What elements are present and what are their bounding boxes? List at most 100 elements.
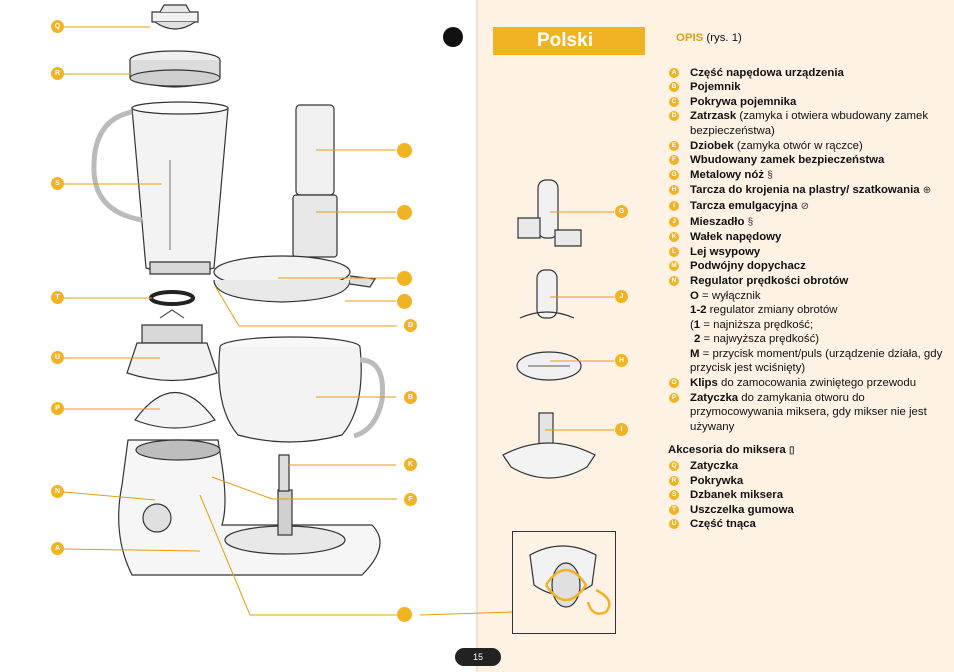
diagram-lid-c [213, 255, 377, 303]
callout-a: A [51, 542, 64, 555]
parts-list-item: E Dziobek (zamyka otwór w rączce) [668, 139, 948, 154]
part-name: Tarcza emulgacyjna [690, 199, 798, 212]
opis-label: OPIS [676, 32, 704, 44]
diagram-whisk-j [519, 269, 575, 319]
speed-setting-high: 2 = najwyższa prędkość) [668, 332, 948, 347]
accessory-name: Zatyczka [690, 460, 739, 473]
accessory-name: Uszczelka gumowa [690, 503, 794, 516]
page-spine [476, 0, 478, 672]
letter-bullet: Q [669, 461, 679, 472]
speed-text: regulator zmiany obrotów [709, 304, 838, 317]
letter-bullet: A [669, 67, 679, 78]
speed-key: 2 [694, 333, 701, 346]
callout-i: I [615, 423, 628, 436]
letter-bullet: G [669, 169, 679, 180]
part-name: Tarcza do krojenia na plastry/ szatkowan… [690, 184, 920, 197]
page-number: 15 [455, 648, 501, 666]
part-name: Wałek napędowy [690, 231, 782, 244]
callout-d: D [404, 319, 417, 332]
diagram-blade-u [126, 309, 218, 382]
callout-q: Q [51, 20, 64, 33]
letter-bullet: D [669, 111, 679, 122]
speed-key: 1-2 [690, 304, 707, 317]
callout-u: U [51, 351, 64, 364]
letter-bullet: R [669, 475, 679, 486]
diagram-cover-p [134, 392, 216, 429]
callout-blank-2 [397, 205, 412, 220]
callout-blank-5 [397, 607, 412, 622]
accessory-name: Pokrywka [690, 474, 744, 487]
accessory-item: Q Zatyczka [668, 459, 948, 474]
diagram-lid-r [129, 50, 221, 88]
diagram-disc-i [502, 412, 596, 479]
letter-bullet: F [669, 155, 679, 166]
accessory-name: Dzbanek miksera [690, 489, 784, 502]
diagram-shaft-k [278, 454, 290, 492]
parts-list-item: J Mieszadło § [668, 215, 948, 231]
letter-bullet: T [669, 504, 679, 515]
part-description: (zamyka otwór w rączce) [736, 139, 863, 152]
part-name: Pokrywa pojemnika [690, 95, 797, 108]
letter-bullet: I [669, 200, 679, 211]
part-symbol-icon: § [747, 216, 754, 228]
callout-f: F [404, 493, 417, 506]
letter-bullet: C [669, 96, 679, 107]
callout-blank-3 [397, 271, 412, 286]
letter-bullet: J [669, 216, 679, 227]
speed-key: 1 [693, 318, 701, 331]
part-name: Dziobek [690, 139, 734, 152]
accessory-name: Część tnąca [690, 518, 756, 531]
letter-bullet: E [669, 140, 679, 151]
speed-text: = przycisk moment/puls (urządzenie dział… [690, 347, 943, 375]
part-name: Metalowy nóż [690, 168, 765, 181]
part-name: Zatyczka [690, 391, 739, 404]
accessory-item: U Część tnąca [668, 517, 948, 532]
letter-bullet: P [669, 392, 679, 403]
accessories-title: Akcesoria do miksera [668, 444, 786, 457]
section-title: Polski [493, 27, 645, 55]
callout-h: H [615, 354, 628, 367]
diagram-base-a [118, 439, 381, 576]
opis-heading: OPIS (rys. 1) [676, 31, 948, 46]
speed-text: = najniższa prędkość; [703, 318, 814, 331]
speed-text: = najwyższa prędkość) [703, 333, 820, 346]
leader-lines [63, 26, 614, 616]
parts-list-item: F Wbudowany zamek bezpieczeństwa [668, 153, 948, 168]
callout-s: S [51, 177, 64, 190]
diagram-bowl-b [218, 336, 386, 443]
callout-r: R [51, 67, 64, 80]
speed-setting-pulse: M = przycisk moment/puls (urządzenie dzi… [668, 347, 948, 376]
part-name: Wbudowany zamek bezpieczeństwa [690, 154, 885, 167]
letter-bullet: U [669, 519, 679, 530]
diagram-seal-t [149, 290, 195, 306]
speed-setting-range: 1-2 regulator zmiany obrotów [668, 303, 948, 318]
callout-g: G [615, 205, 628, 218]
callout-blank-4 [397, 294, 412, 309]
diagram-cap-q [151, 4, 199, 30]
letter-bullet: H [669, 185, 679, 196]
speed-paren: ( [690, 318, 694, 331]
blender-jug-icon: ▯ [788, 445, 795, 457]
speed-key: M [690, 347, 700, 360]
speed-text: = wyłącznik [702, 289, 761, 302]
part-symbol-icon: ⊕ [922, 185, 932, 197]
inset-detail-drawing [529, 545, 611, 615]
accessory-item: T Uszczelka gumowa [668, 503, 948, 518]
opis-ref: (rys. 1) [706, 32, 742, 44]
part-name: Podwójny dopychacz [690, 260, 806, 273]
diagram-blade-g [517, 179, 582, 247]
accessory-item: R Pokrywka [668, 474, 948, 489]
part-name: Mieszadło [690, 215, 745, 228]
